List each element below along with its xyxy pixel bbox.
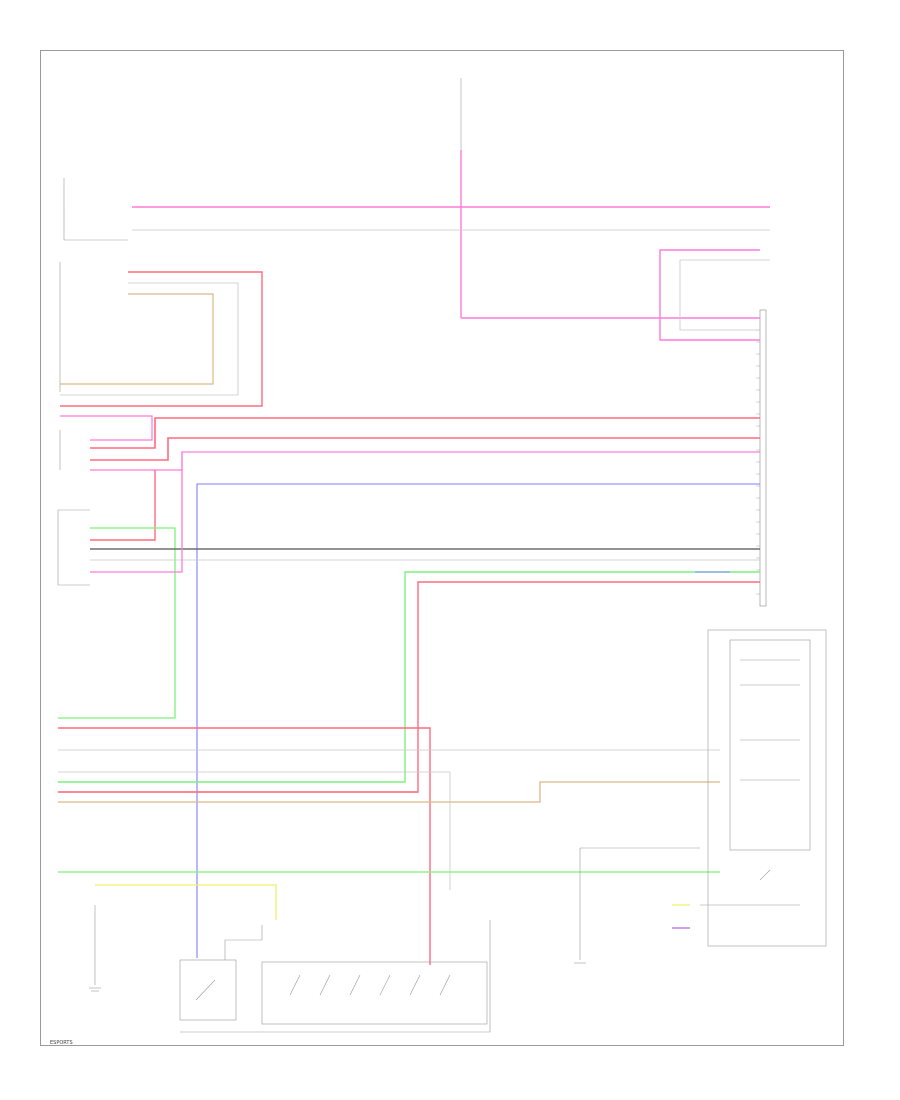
wire-gray-left-upper [60,282,239,396]
wire-red-right-lower [58,581,760,793]
wire-pink-left-loop [60,415,153,441]
wire-yellow-bottom [95,884,277,920]
module-box-right-lower [579,629,827,947]
wire-tan-left-upper [60,293,214,385]
wire-tan-lower [58,781,720,803]
diagram-frame [40,50,844,1046]
wire-green-right-lower [58,571,760,783]
connector-pins-right [756,317,760,595]
wire-red-lower [58,727,431,965]
footer-code: ESPORTS [50,1040,73,1046]
wire-green-left [58,527,176,719]
wire-red-long-2 [90,437,760,461]
wire-red-vertical-left [90,470,156,541]
switch-module-left [179,925,263,1021]
wire-pink-lower-left [90,452,183,573]
wire-gray-horizontal-upper [132,229,770,331]
ground-center [574,935,586,964]
connector-block-right [759,309,767,607]
wire-red-long-1 [90,417,760,449]
wire-pink-long-3 [90,451,760,471]
wire-blue [196,483,760,958]
wire-pink-horizontal-upper [132,206,770,341]
ground-left [89,905,101,992]
wire-red-left-upper [60,271,263,407]
wire-gray-lower [58,749,720,890]
switch-module-right [180,920,491,1033]
left-component-boxes [57,178,128,586]
